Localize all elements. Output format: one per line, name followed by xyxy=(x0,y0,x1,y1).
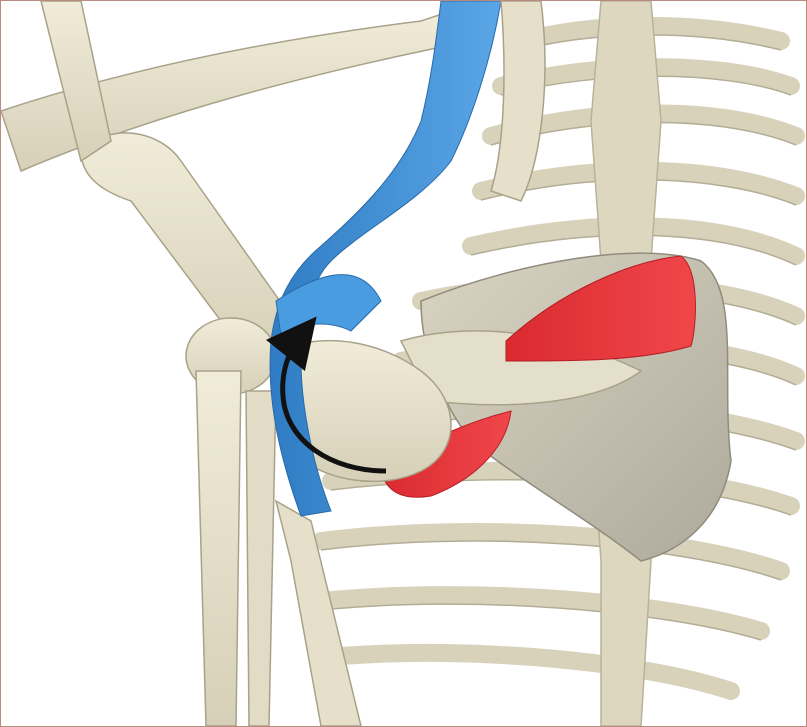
illustration-frame xyxy=(0,0,807,727)
anatomy-illustration xyxy=(1,1,806,726)
